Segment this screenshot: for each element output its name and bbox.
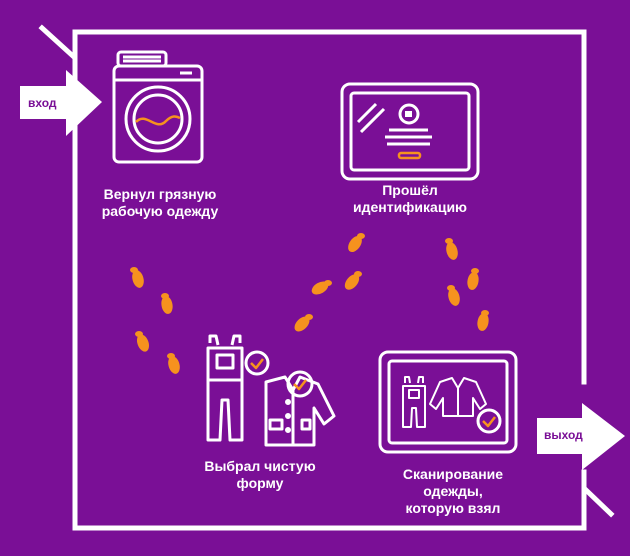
- footprint: [130, 267, 144, 288]
- footprint: [167, 353, 180, 374]
- exit-label: выход: [544, 428, 583, 442]
- footprint: [344, 271, 362, 290]
- footprint: [135, 331, 150, 352]
- id-terminal-icon: [340, 82, 480, 181]
- footprint: [445, 238, 458, 260]
- footprint: [467, 268, 479, 290]
- footprint: [348, 233, 365, 253]
- footprint: [161, 293, 173, 314]
- exit-arrow: [537, 403, 625, 470]
- clothes-scanner-icon: [378, 350, 518, 454]
- footprint: [477, 310, 489, 331]
- route-frame: [38, 24, 615, 531]
- entry-arrow: [20, 70, 102, 136]
- clean-uniform-icon: [206, 334, 336, 447]
- entry-label: вход: [28, 96, 57, 110]
- step-1-label: Вернул грязную рабочую одежду: [101, 186, 219, 219]
- step-4-label: Сканирование одежды, которую взял: [402, 466, 504, 516]
- footprints: [130, 233, 489, 374]
- footprint: [294, 314, 313, 332]
- footprint: [311, 280, 332, 295]
- step-2-label: Прошёл идентификацию: [352, 182, 468, 215]
- step-3-label: Выбрал чистую форму: [204, 458, 316, 491]
- washing-machine-icon: [112, 50, 204, 164]
- footprint: [447, 285, 460, 306]
